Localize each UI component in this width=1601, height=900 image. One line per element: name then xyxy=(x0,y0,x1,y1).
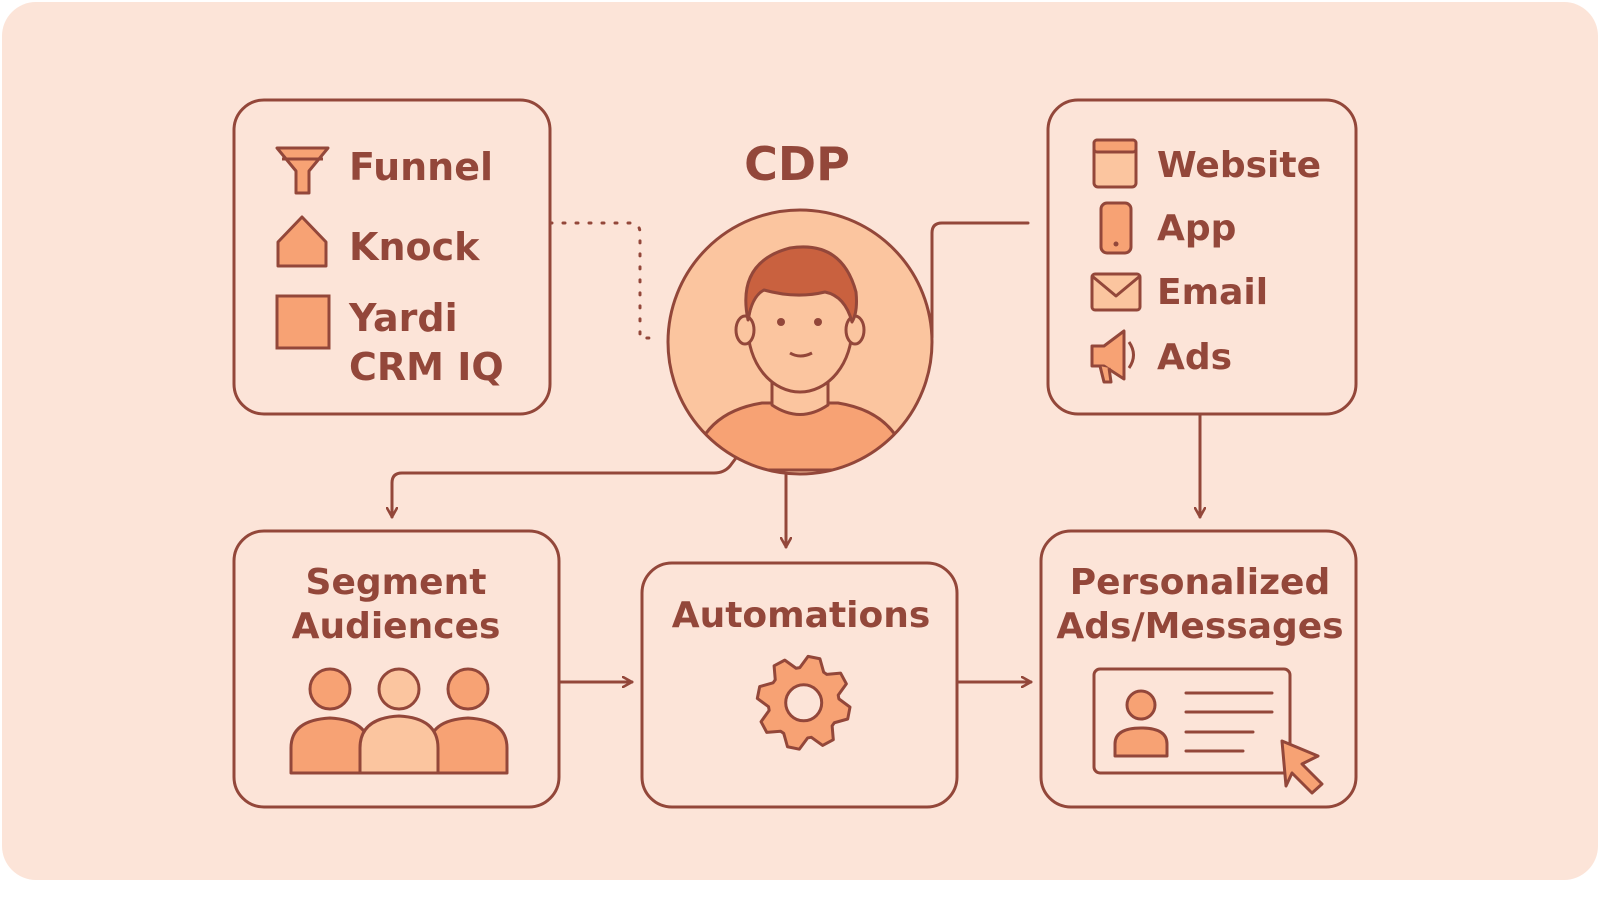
personalized-title-line2: Ads/Messages xyxy=(1056,606,1343,647)
envelope-icon xyxy=(1090,272,1142,312)
personalized-ads-box: Personalized Ads/Messages xyxy=(1039,529,1358,809)
megaphone-icon xyxy=(1090,329,1135,384)
connectors xyxy=(392,221,1200,682)
channel-label-website: Website xyxy=(1157,145,1321,186)
ad-card-cursor-icon xyxy=(1092,667,1324,795)
gear-icon xyxy=(755,654,852,751)
connector-cdp-to-segment xyxy=(392,456,738,519)
automations-title: Automations xyxy=(672,595,931,636)
cdp-title: CDP xyxy=(744,137,850,191)
source-label-yardi: Yardi xyxy=(348,296,458,340)
browser-window-icon xyxy=(1092,138,1138,189)
segment-title-line2: Audiences xyxy=(292,606,501,647)
square-icon xyxy=(275,294,331,350)
segment-audiences-box: Segment Audiences xyxy=(232,529,561,809)
people-group-icon xyxy=(289,667,509,775)
channel-label-ads: Ads xyxy=(1157,337,1232,378)
mobile-phone-icon xyxy=(1099,201,1133,255)
automations-box: Automations xyxy=(640,561,959,809)
source-label-knock: Knock xyxy=(349,225,480,269)
sources-box: Funnel Knock Yardi CRM IQ xyxy=(232,98,552,416)
channels-box: Website App Email Ads xyxy=(1046,98,1358,416)
house-icon xyxy=(276,215,328,268)
person-avatar-icon xyxy=(666,208,934,476)
personalized-title-line1: Personalized xyxy=(1070,562,1330,603)
channel-label-email: Email xyxy=(1157,272,1268,313)
source-label-funnel: Funnel xyxy=(349,145,493,189)
channel-label-app: App xyxy=(1157,208,1236,249)
connector-cdp-to-channels xyxy=(916,221,1030,339)
segment-title-line1: Segment xyxy=(306,562,487,603)
funnel-icon xyxy=(275,146,330,195)
source-label-crm-iq: CRM IQ xyxy=(349,345,504,389)
connector-sources-to-cdp xyxy=(548,221,656,340)
